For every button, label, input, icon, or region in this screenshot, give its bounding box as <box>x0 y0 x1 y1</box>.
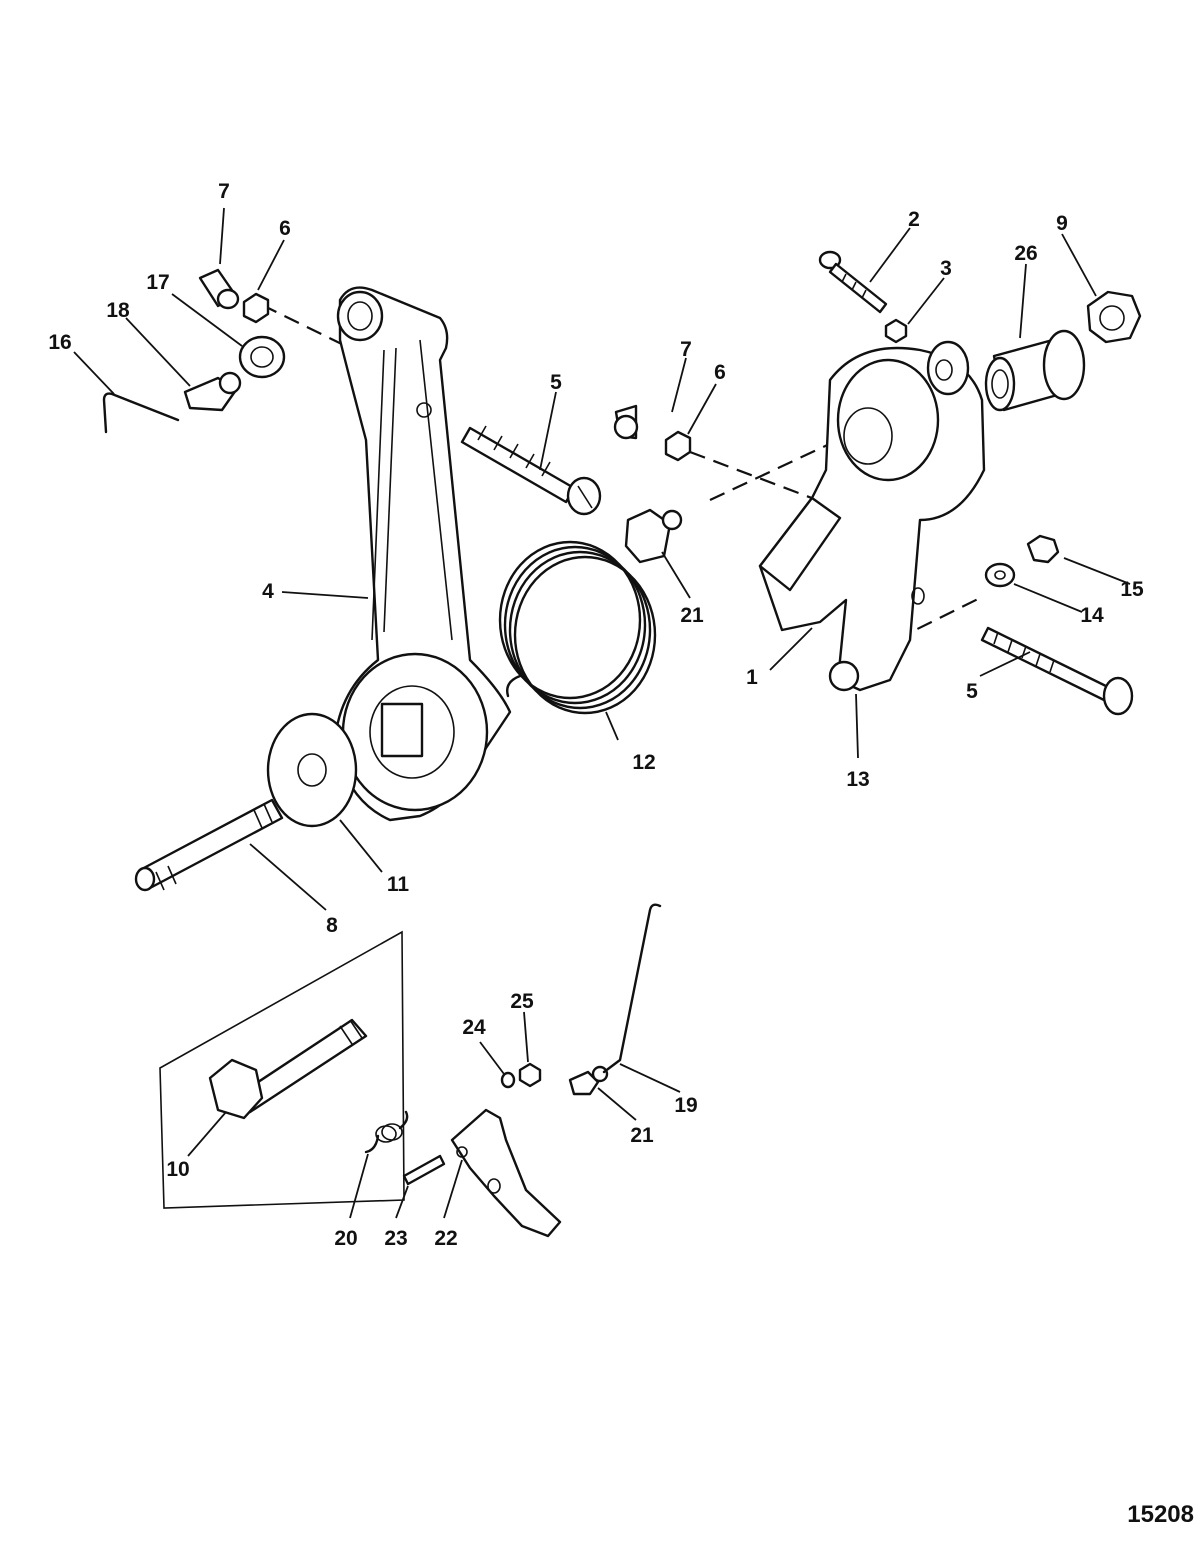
callout-9: 9 <box>1056 212 1068 235</box>
part-10-box <box>159 930 405 1209</box>
part-20-spring <box>364 1110 409 1154</box>
callout-labels: 7 6 17 18 16 5 4 12 11 8 7 6 21 2 3 26 9… <box>48 180 1144 1250</box>
callout-7-right: 7 <box>680 338 692 361</box>
callout-4: 4 <box>262 580 274 603</box>
part-15-nut <box>1026 534 1060 564</box>
callout-5-right: 5 <box>966 680 978 703</box>
part-12-spring <box>498 540 657 715</box>
callout-18: 18 <box>106 299 130 322</box>
part-11-washer <box>266 712 358 828</box>
callout-26: 26 <box>1014 242 1037 265</box>
callout-20: 20 <box>334 1227 357 1250</box>
part-24-clip <box>500 1071 516 1089</box>
part-14-washer <box>984 562 1016 588</box>
callout-6-right: 6 <box>714 361 726 384</box>
callout-5-left: 5 <box>550 371 562 394</box>
part-1-bracket <box>758 340 986 692</box>
callout-23: 23 <box>384 1227 407 1250</box>
callout-10: 10 <box>166 1158 189 1181</box>
part-7-left-cap <box>198 268 240 310</box>
part-22-lever <box>450 1108 562 1238</box>
leader-lines <box>73 207 1131 1219</box>
part-9-nut <box>1086 290 1142 344</box>
part-3-nut <box>884 318 908 344</box>
part-25-nut <box>518 1062 542 1088</box>
callout-22: 22 <box>434 1227 457 1250</box>
callout-12: 12 <box>632 751 655 774</box>
part-18-link-connector <box>183 371 242 412</box>
part-17-bushing <box>238 335 286 379</box>
part-23-pin <box>402 1154 446 1186</box>
callout-6-left: 6 <box>279 217 291 240</box>
callout-15: 15 <box>1120 578 1144 601</box>
callout-1: 1 <box>746 666 758 689</box>
part-2-screw <box>818 250 888 314</box>
part-16-link-rod <box>102 392 180 434</box>
callout-11: 11 <box>387 873 410 896</box>
figure-number: 15208 <box>1127 1501 1194 1528</box>
callout-8: 8 <box>326 914 338 937</box>
part-6-left-nut <box>242 292 270 324</box>
callout-17: 17 <box>146 271 169 294</box>
callout-19: 19 <box>674 1094 697 1117</box>
callout-13: 13 <box>846 768 869 791</box>
callout-7-left: 7 <box>218 180 230 203</box>
part-26-bushing <box>984 329 1086 412</box>
callout-3: 3 <box>940 257 952 280</box>
callout-16: 16 <box>48 331 71 354</box>
callout-24: 24 <box>462 1016 486 1039</box>
callout-14: 14 <box>1080 604 1104 627</box>
part-19-rod <box>602 903 662 1074</box>
part-4-throttle-arm <box>333 286 512 822</box>
callout-21-lower: 21 <box>630 1124 654 1147</box>
part-21-upper-fitting <box>624 508 683 564</box>
callout-2: 2 <box>908 208 920 231</box>
part-6-right-nut <box>664 430 692 462</box>
callout-25: 25 <box>510 990 534 1013</box>
part-5-left-screw <box>460 425 602 516</box>
part-21-lower-fitting <box>568 1065 609 1096</box>
callout-21-upper: 21 <box>680 604 704 627</box>
part-7-right-cap <box>613 404 639 440</box>
part-5-right-screw <box>980 626 1134 716</box>
part-8-stud <box>134 798 284 892</box>
